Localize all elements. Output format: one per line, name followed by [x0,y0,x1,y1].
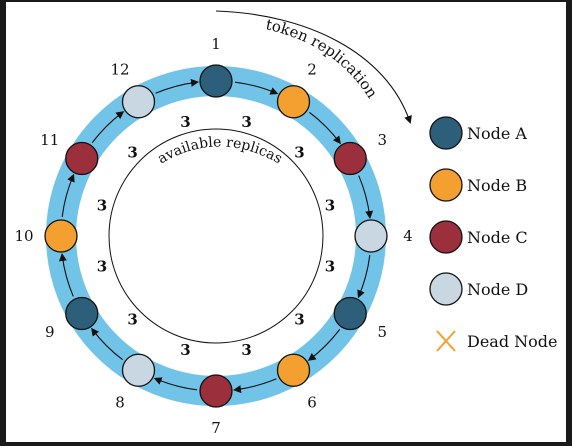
position-label-6: 6 [307,393,317,411]
replica-count: 3 [325,196,335,214]
ring-arrow [58,253,74,297]
ring-node-4 [354,219,388,253]
legend-swatch [429,116,463,150]
ring-node-12 [121,85,156,119]
ring-node-6 [276,353,311,387]
ring-node-8 [121,353,156,387]
ring-layer [46,66,386,406]
legend-item-node-c: Node C [429,220,528,254]
dead-node-x-icon [436,330,456,352]
ring-node-2 [276,85,311,119]
ring-arrow [307,329,341,361]
position-label-1: 1 [211,35,221,53]
ring-node-11 [65,141,99,176]
legend-label: Node A [467,124,527,143]
ring-arrows-layer [58,78,374,394]
replica-count: 3 [97,258,107,276]
legend-label: Dead Node [467,332,558,351]
legend-swatch [429,272,463,306]
legend-swatch [429,168,463,202]
legend-item-node-d: Node D [429,272,528,306]
replica-count: 3 [97,196,107,214]
ring-node-9 [65,296,99,331]
replica-count: 3 [180,341,190,359]
ring-nodes-layer [44,64,388,408]
position-label-9: 9 [45,323,55,341]
ring-arrow [309,111,341,145]
ring-arrow [358,175,374,219]
position-label-8: 8 [115,393,125,411]
inner-replica-circle [108,128,324,344]
replica-count: 3 [241,341,251,359]
legend-item-dead-node: Dead Node [436,330,558,352]
available-replicas-label: available replicas [155,134,285,167]
legend-item-node-a: Node A [429,116,527,150]
legend-label: Node B [467,176,527,195]
position-label-2: 2 [307,61,317,79]
ring-arrow [91,111,125,143]
ring-node-7 [199,374,233,408]
position-label-11: 11 [40,131,59,149]
legend-swatch [429,220,463,254]
replica-count: 3 [325,258,335,276]
ring-arrow [61,173,75,218]
replica-count: 3 [294,144,304,162]
replica-count: 3 [127,144,137,162]
legend-item-node-b: Node B [429,168,527,202]
ring-node-5 [333,296,367,331]
replica-counts-layer: 3 3 3 3 3 3 3 3 3 3 3 3 [97,113,335,359]
replica-count: 3 [294,310,304,328]
ring-node-3 [333,141,367,176]
ring-arrow [91,327,123,361]
position-label-5: 5 [378,323,388,341]
ring-node-1 [199,64,233,98]
ring-arrow [357,254,371,299]
legend: Node A Node B Node C Node D Dead Node [429,116,558,352]
legend-label: Node D [467,280,528,299]
replica-count: 3 [127,310,137,328]
position-label-7: 7 [211,419,221,437]
ring-arrow [153,377,198,391]
ring-node-10 [44,219,78,253]
hash-ring-band [46,66,386,406]
position-label-12: 12 [110,61,129,79]
replica-count: 3 [180,113,190,131]
position-label-3: 3 [378,131,388,149]
legend-label: Node C [467,228,528,247]
replica-count: 3 [241,113,251,131]
token-replication-arrow [215,10,412,124]
position-label-4: 4 [403,227,413,245]
ring-arrow [155,78,199,94]
position-label-10: 10 [14,227,33,245]
ring-arrow [234,81,279,95]
ring-arrow [233,378,277,394]
